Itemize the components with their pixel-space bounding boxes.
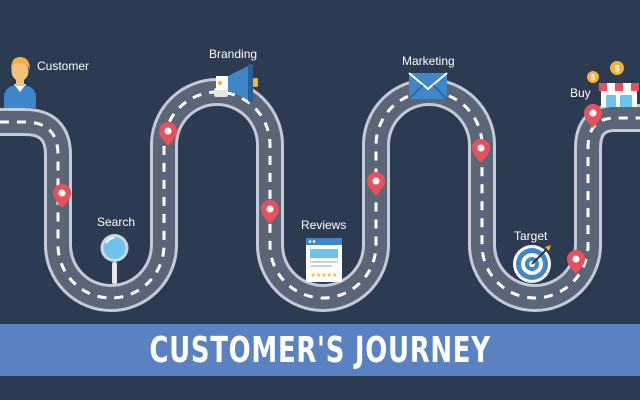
- location-pins: [53, 104, 602, 274]
- pin-icon: [159, 122, 177, 146]
- pin-icon: [567, 250, 585, 274]
- megaphone-icon: [214, 64, 258, 102]
- stage-label-customer: Customer: [37, 59, 90, 73]
- pin-icon: [472, 139, 490, 163]
- target-icon: [513, 245, 551, 283]
- pin-icon: [261, 200, 279, 224]
- stage-label-target: Target: [514, 229, 548, 243]
- stage-label-marketing: Marketing: [402, 54, 455, 68]
- pin-icon: [367, 172, 385, 196]
- pin-icon: [584, 104, 602, 128]
- page-title: CUSTOMER'S JOURNEY: [149, 329, 491, 371]
- stage-label-buy: Buy: [570, 86, 591, 100]
- pin-icon: [53, 184, 71, 208]
- review-page-icon: ★★★★★: [306, 238, 342, 282]
- svg-text:★★★★★: ★★★★★: [311, 272, 338, 279]
- svg-text:$: $: [614, 64, 619, 74]
- stage-label-branding: Branding: [209, 47, 258, 61]
- customer-avatar-icon: [4, 57, 36, 108]
- title-banner: CUSTOMER'S JOURNEY: [0, 324, 640, 376]
- shop-icon: $ $: [587, 61, 639, 107]
- lane-markings: [0, 90, 640, 300]
- envelope-icon: [408, 72, 448, 100]
- road: [0, 78, 640, 312]
- magnifier-icon: [100, 234, 129, 284]
- stage-label-search: Search: [97, 215, 136, 229]
- stage-label-reviews: Reviews: [301, 218, 347, 232]
- svg-text:$: $: [591, 73, 596, 82]
